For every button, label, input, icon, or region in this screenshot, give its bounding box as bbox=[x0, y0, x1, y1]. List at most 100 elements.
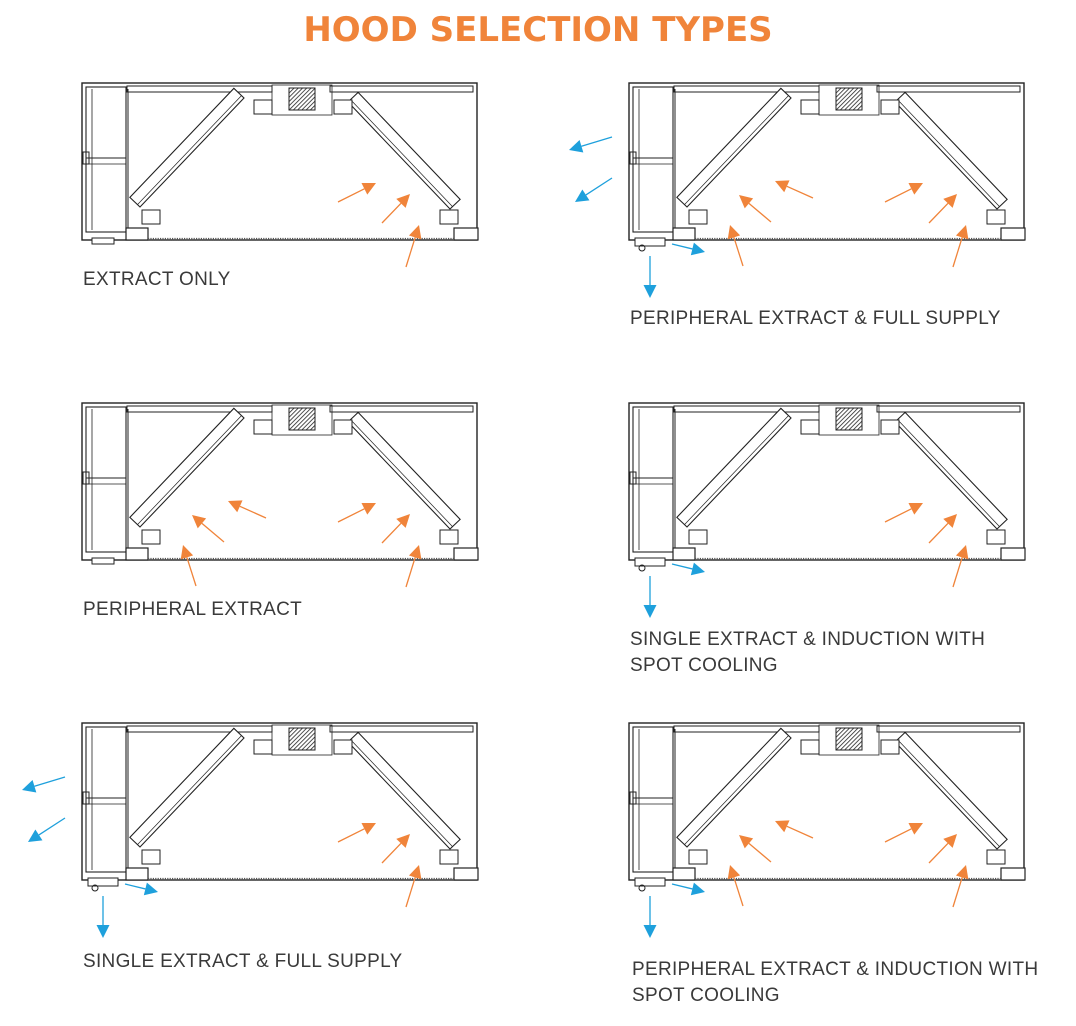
foot-right bbox=[453, 227, 479, 241]
hood-diagram bbox=[22, 722, 479, 938]
hood-diagram bbox=[628, 402, 1026, 618]
extract-arrow bbox=[337, 503, 376, 523]
extract-arrow bbox=[739, 195, 772, 223]
duct-joint bbox=[800, 739, 820, 755]
top-rail-right bbox=[876, 85, 1021, 93]
service-column bbox=[85, 406, 127, 553]
left-duct bbox=[676, 727, 792, 848]
hood-diagram bbox=[569, 82, 1026, 298]
side-clip bbox=[629, 791, 637, 805]
supply-down-arrow bbox=[643, 896, 657, 938]
panel-caption: EXTRACT ONLY bbox=[83, 267, 231, 293]
top-rail-right bbox=[329, 85, 474, 93]
side-clip bbox=[82, 471, 90, 485]
caption-line: PERIPHERAL EXTRACT bbox=[83, 599, 303, 620]
caption-line: SINGLE EXTRACT & FULL SUPPLY bbox=[83, 951, 403, 972]
extract-arrow bbox=[381, 514, 410, 544]
foot-left bbox=[672, 867, 696, 881]
hood-housing bbox=[81, 82, 478, 241]
duct-joint bbox=[986, 209, 1006, 225]
panel-single-extract-full-supply: SINGLE EXTRACT & FULL SUPPLY bbox=[22, 720, 490, 980]
foot-right bbox=[453, 547, 479, 561]
service-column bbox=[85, 86, 127, 233]
panel-caption: PERIPHERAL EXTRACT & FULL SUPPLY bbox=[630, 306, 1001, 332]
foot-left bbox=[125, 867, 149, 881]
duct-joint bbox=[800, 419, 820, 435]
extract-arrow bbox=[192, 515, 225, 543]
foot-left bbox=[672, 227, 696, 241]
extract-arrow bbox=[952, 865, 969, 908]
extract-arrow bbox=[739, 835, 772, 863]
duct-joint bbox=[986, 529, 1006, 545]
supply-unit bbox=[634, 237, 666, 247]
duct-joint bbox=[253, 99, 273, 115]
hood-diagram bbox=[628, 722, 1026, 938]
top-rail-left bbox=[126, 725, 273, 733]
hood-diagram bbox=[81, 82, 479, 268]
top-rail-right bbox=[329, 405, 474, 413]
supply-wheel bbox=[91, 884, 99, 892]
side-clip bbox=[629, 151, 637, 165]
right-duct bbox=[347, 411, 461, 530]
supply-down-arrow bbox=[643, 576, 657, 618]
foot-right bbox=[453, 867, 479, 881]
service-column bbox=[632, 406, 674, 553]
panel-caption: SINGLE EXTRACT & INDUCTION WITH SPOT COO… bbox=[630, 627, 985, 679]
extract-arrow bbox=[952, 545, 969, 588]
page-title: HOOD SELECTION TYPES bbox=[303, 10, 773, 50]
hood-housing bbox=[628, 82, 1025, 241]
panel-single-extract-induction-spot-cooling: SINGLE EXTRACT & INDUCTION WITH SPOT COO… bbox=[577, 400, 1047, 690]
extract-arrow bbox=[405, 865, 422, 908]
panel-peripheral-extract: PERIPHERAL EXTRACT bbox=[30, 400, 490, 640]
extract-arrow bbox=[775, 820, 814, 839]
top-rail-right bbox=[329, 725, 474, 733]
foot-left bbox=[125, 547, 149, 561]
service-column bbox=[85, 726, 127, 873]
panel-extract-only: EXTRACT ONLY bbox=[30, 80, 490, 320]
top-rail-right bbox=[876, 405, 1021, 413]
front-exhaust-arrow-upper bbox=[569, 136, 613, 153]
duct-joint bbox=[688, 849, 708, 865]
duct-joint bbox=[986, 849, 1006, 865]
duct-joint bbox=[439, 849, 459, 865]
extract-arrow bbox=[928, 514, 957, 544]
panel-caption: PERIPHERAL EXTRACT bbox=[83, 597, 302, 623]
service-column bbox=[632, 726, 674, 873]
filter-block bbox=[835, 727, 863, 751]
filter-block bbox=[835, 407, 863, 431]
supply-side-arrow bbox=[671, 562, 705, 576]
extract-arrow bbox=[952, 225, 969, 268]
side-clip bbox=[82, 791, 90, 805]
duct-joint bbox=[253, 739, 273, 755]
left-duct bbox=[676, 407, 792, 528]
caption-line: PERIPHERAL EXTRACT & INDUCTION WITH bbox=[632, 959, 1039, 980]
service-column bbox=[632, 86, 674, 233]
duct-joint bbox=[880, 419, 900, 435]
hood-housing bbox=[628, 402, 1025, 561]
duct-joint bbox=[880, 739, 900, 755]
top-rail-right bbox=[876, 725, 1021, 733]
front-exhaust-arrow-lower bbox=[28, 817, 66, 842]
extract-arrow bbox=[337, 183, 376, 203]
filter-block bbox=[288, 87, 316, 111]
caption-line: PERIPHERAL EXTRACT & FULL SUPPLY bbox=[630, 308, 1001, 329]
extract-arrow bbox=[228, 500, 267, 519]
duct-joint bbox=[141, 529, 161, 545]
caption-line: EXTRACT ONLY bbox=[83, 269, 231, 290]
duct-joint bbox=[333, 99, 353, 115]
duct-joint bbox=[880, 99, 900, 115]
duct-joint bbox=[253, 419, 273, 435]
supply-unit bbox=[634, 557, 666, 567]
duct-joint bbox=[333, 739, 353, 755]
top-rail-left bbox=[673, 405, 820, 413]
duct-joint bbox=[800, 99, 820, 115]
extract-arrow bbox=[884, 823, 923, 843]
supply-down-arrow bbox=[96, 896, 110, 938]
supply-wheel bbox=[638, 244, 646, 252]
extract-arrow bbox=[381, 834, 410, 864]
supply-side-arrow bbox=[671, 242, 705, 256]
duct-joint bbox=[141, 209, 161, 225]
supply-wheel bbox=[638, 564, 646, 572]
panel-peripheral-extract-full-supply: PERIPHERAL EXTRACT & FULL SUPPLY bbox=[569, 80, 1047, 340]
duct-joint bbox=[141, 849, 161, 865]
